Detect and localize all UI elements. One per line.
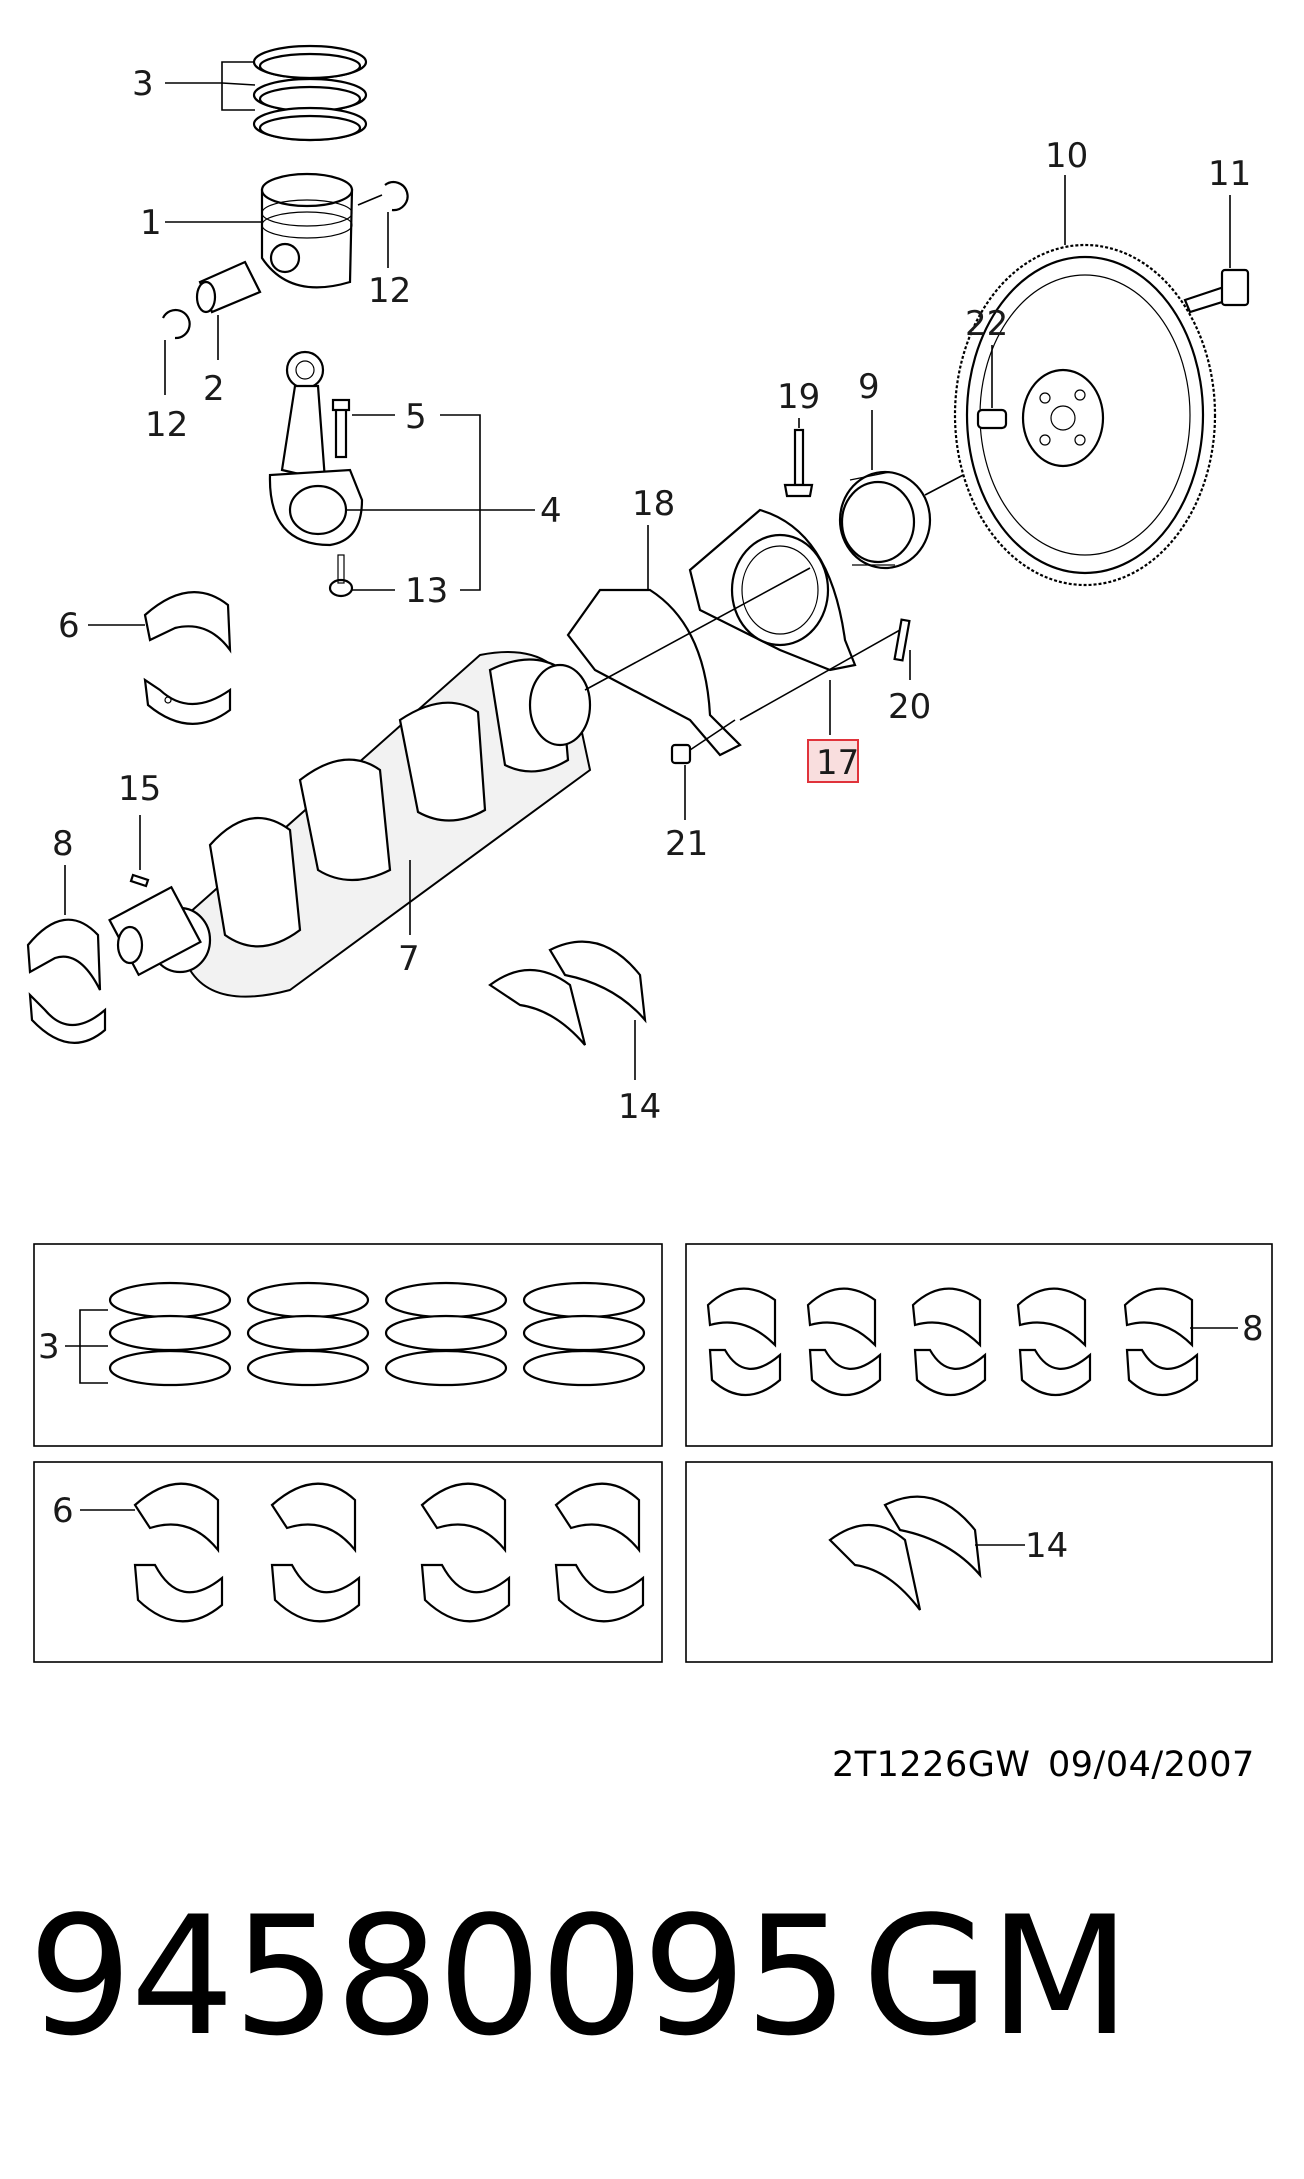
callout-2: 2 bbox=[203, 369, 225, 409]
callout-15: 15 bbox=[118, 769, 161, 809]
callout-6: 6 bbox=[58, 606, 80, 646]
flywheel bbox=[953, 243, 1217, 587]
callout-9: 9 bbox=[858, 367, 880, 407]
kit-callout-3: 3 bbox=[38, 1327, 60, 1367]
gasket-bolt bbox=[893, 618, 911, 662]
callout-13: 13 bbox=[405, 571, 448, 611]
crankshaft bbox=[108, 651, 592, 998]
callout-3: 3 bbox=[132, 64, 154, 104]
part-number: 94580095 bbox=[28, 1881, 849, 2072]
callout-10: 10 bbox=[1045, 136, 1088, 176]
kit-box-rings bbox=[33, 1243, 663, 1447]
seal-housing bbox=[688, 508, 857, 672]
piston-pin bbox=[195, 260, 262, 314]
callout-18: 18 bbox=[632, 484, 675, 524]
document-date: 09/04/2007 bbox=[1048, 1745, 1255, 1785]
kit-box-rod-bearings bbox=[33, 1461, 663, 1663]
callout-8: 8 bbox=[52, 824, 74, 864]
dowel-pin bbox=[670, 743, 692, 765]
seal-housing-gasket bbox=[566, 588, 742, 757]
callout-11: 11 bbox=[1208, 154, 1251, 194]
document-code: 2T1226GW bbox=[832, 1745, 1031, 1785]
callout-17-highlight[interactable] bbox=[807, 739, 859, 783]
rear-oil-seal bbox=[838, 470, 932, 570]
kit-rod-bearings bbox=[133, 1482, 645, 1623]
callout-21: 21 bbox=[665, 824, 708, 864]
callout-12-right: 12 bbox=[368, 271, 411, 311]
callout-22: 22 bbox=[965, 304, 1008, 344]
rod-bearing-shells bbox=[143, 591, 232, 725]
piston bbox=[260, 172, 354, 289]
kit-main-bearings bbox=[706, 1287, 1199, 1397]
circlip-right bbox=[384, 180, 409, 212]
callout-5: 5 bbox=[405, 397, 427, 437]
callout-1: 1 bbox=[140, 203, 162, 243]
rod-nut bbox=[328, 554, 354, 598]
flywheel-bolt bbox=[1183, 268, 1250, 314]
thrust-washers bbox=[488, 940, 647, 1046]
connecting-rod bbox=[268, 350, 364, 547]
kit-rings bbox=[108, 1281, 646, 1387]
kit-box-thrust-washers bbox=[685, 1461, 1273, 1663]
main-bearing-shells bbox=[26, 918, 107, 1044]
brand-name: GM bbox=[862, 1881, 1131, 2072]
rod-bolt bbox=[331, 398, 351, 459]
callout-14: 14 bbox=[618, 1087, 661, 1127]
kit-box-main-bearings bbox=[685, 1243, 1273, 1447]
circlip-left bbox=[162, 308, 191, 340]
kit-thrust-washers bbox=[828, 1495, 982, 1611]
kit-callout-8: 8 bbox=[1242, 1309, 1264, 1349]
woodruff-key bbox=[129, 873, 150, 888]
callout-20: 20 bbox=[888, 687, 931, 727]
callout-7: 7 bbox=[398, 939, 420, 979]
kit-callout-14: 14 bbox=[1025, 1526, 1068, 1566]
kit-callout-6: 6 bbox=[52, 1491, 74, 1531]
piston-rings bbox=[252, 44, 368, 142]
callout-19: 19 bbox=[777, 377, 820, 417]
callout-4: 4 bbox=[540, 491, 562, 531]
flywheel-dowel bbox=[976, 408, 1008, 430]
housing-bolt bbox=[783, 428, 814, 498]
callout-17: 17 bbox=[816, 743, 859, 783]
callout-12-left: 12 bbox=[145, 405, 188, 445]
